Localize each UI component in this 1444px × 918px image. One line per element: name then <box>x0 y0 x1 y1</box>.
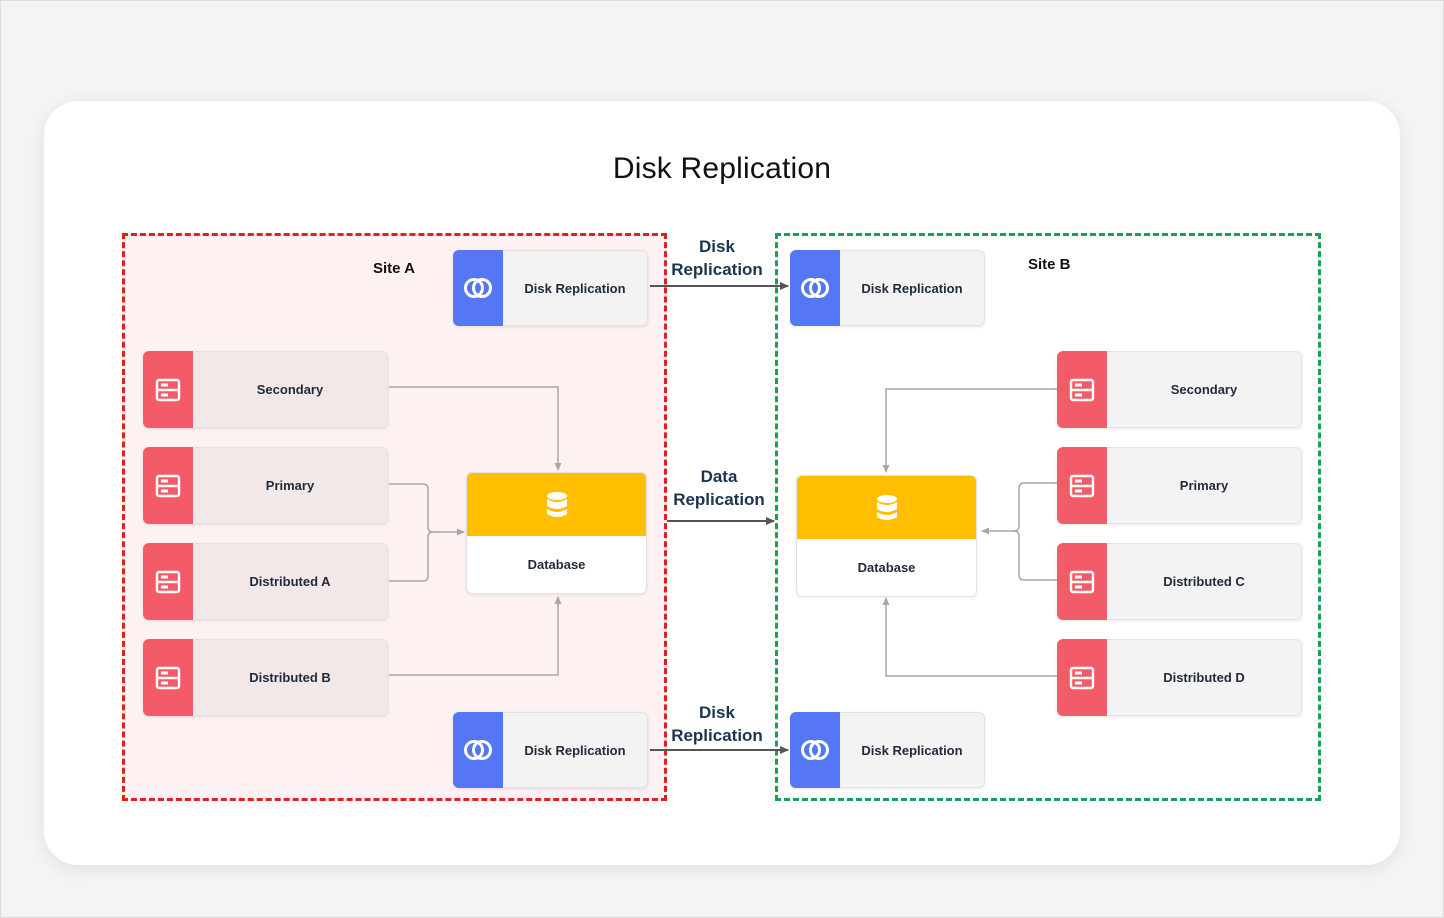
edge-distributed-d-to-db <box>882 597 1057 677</box>
database-label: Database <box>857 560 916 575</box>
disk-replication-label: Disk Replication <box>840 712 985 788</box>
server-icon <box>1057 639 1107 716</box>
server-icon <box>143 639 193 716</box>
server-label: Distributed C <box>1107 543 1302 620</box>
server-label: Secondary <box>1107 351 1302 428</box>
connection-label-top: Disk Replication <box>662 235 772 281</box>
site-a-server-distributed-b[interactable]: Distributed B <box>143 639 388 716</box>
edge-distributed-c-to-db <box>1013 530 1057 581</box>
server-icon <box>143 351 193 428</box>
connection-label-bottom-line1: Disk <box>699 703 735 722</box>
site-b-server-primary[interactable]: Primary <box>1057 447 1302 524</box>
replication-rings-icon <box>453 250 503 326</box>
server-icon <box>1057 351 1107 428</box>
server-icon <box>1057 447 1107 524</box>
site-b-server-secondary[interactable]: Secondary <box>1057 351 1302 428</box>
connection-label-bottom: Disk Replication <box>662 701 772 747</box>
server-label: Distributed B <box>193 639 388 716</box>
site-b-database[interactable]: Database <box>796 475 977 597</box>
database-icon <box>467 473 646 536</box>
connection-label-middle-line2: Replication <box>673 490 765 509</box>
replication-rings-icon <box>790 712 840 788</box>
disk-replication-label: Disk Replication <box>840 250 985 326</box>
site-b-server-distributed-c[interactable]: Distributed C <box>1057 543 1302 620</box>
diagram-title: Disk Replication <box>612 152 832 185</box>
site-a-disk-replication-top[interactable]: Disk Replication <box>453 250 648 326</box>
server-label: Secondary <box>193 351 388 428</box>
edge-secondary-a-to-db <box>389 386 562 471</box>
site-b-disk-replication-top[interactable]: Disk Replication <box>790 250 985 326</box>
connection-label-middle: Data Replication <box>664 465 774 511</box>
disk-replication-label: Disk Replication <box>503 712 648 788</box>
site-a-server-secondary[interactable]: Secondary <box>143 351 388 428</box>
site-a-disk-replication-bottom[interactable]: Disk Replication <box>453 712 648 788</box>
server-icon <box>1057 543 1107 620</box>
server-label: Distributed A <box>193 543 388 620</box>
site-a-server-distributed-a[interactable]: Distributed A <box>143 543 388 620</box>
database-icon <box>797 476 976 539</box>
site-b-server-distributed-d[interactable]: Distributed D <box>1057 639 1302 716</box>
edge-primary-a-to-db <box>389 483 465 536</box>
connection-label-top-line1: Disk <box>699 237 735 256</box>
server-label: Primary <box>193 447 388 524</box>
server-icon <box>143 543 193 620</box>
edge-distributed-a-to-db <box>389 531 434 582</box>
replication-rings-icon <box>790 250 840 326</box>
connection-label-middle-line1: Data <box>700 467 738 486</box>
edge-distributed-b-to-db <box>389 596 562 676</box>
disk-replication-label: Disk Replication <box>503 250 648 326</box>
replication-rings-icon <box>453 712 503 788</box>
site-a-database[interactable]: Database <box>466 472 647 594</box>
site-a-server-primary[interactable]: Primary <box>143 447 388 524</box>
edge-primary-b-to-db <box>981 482 1057 535</box>
edge-secondary-b-to-db <box>882 388 1057 473</box>
site-b-disk-replication-bottom[interactable]: Disk Replication <box>790 712 985 788</box>
server-label: Distributed D <box>1107 639 1302 716</box>
server-icon <box>143 447 193 524</box>
connection-label-bottom-line2: Replication <box>671 726 763 745</box>
server-label: Primary <box>1107 447 1302 524</box>
site-a-label: Site A <box>373 260 415 277</box>
connection-label-top-line2: Replication <box>671 260 763 279</box>
database-label: Database <box>527 557 586 572</box>
site-b-label: Site B <box>1028 256 1071 273</box>
